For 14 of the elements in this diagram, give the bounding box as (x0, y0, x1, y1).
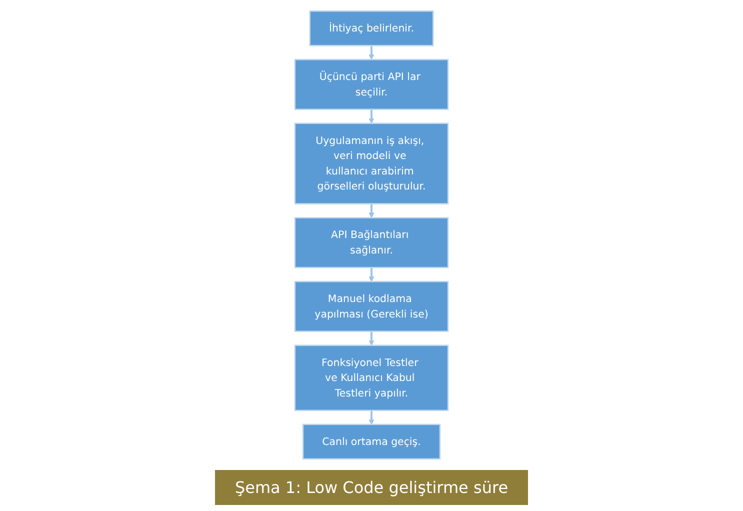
arrow (368, 46, 374, 60)
node-box: Uygulamanın iş akışı, veri modeli ve kullanıcı arabirim görselleri oluşturulur. (294, 122, 449, 204)
node-box: Canlı ortama geçiş. (302, 424, 441, 460)
node-box: Üçüncü parti API lar seçilir. (294, 58, 449, 110)
node-box: Manuel kodlama yapılması (Gerekli ise) (294, 280, 449, 332)
node-box: API Bağlantıları sağlanır. (294, 217, 449, 268)
arrow (368, 109, 374, 124)
caption: Şema 1: Low Code geliştirme süre (214, 470, 528, 505)
arrow (368, 410, 374, 425)
arrow (368, 204, 374, 218)
arrow (368, 268, 374, 282)
node-box: İhtiyaç belirlenir. (309, 10, 434, 46)
arrow (368, 331, 374, 346)
node-box: Fonksiyonel Testler ve Kullanıcı Kabul Testleri yapılır. (294, 344, 449, 412)
